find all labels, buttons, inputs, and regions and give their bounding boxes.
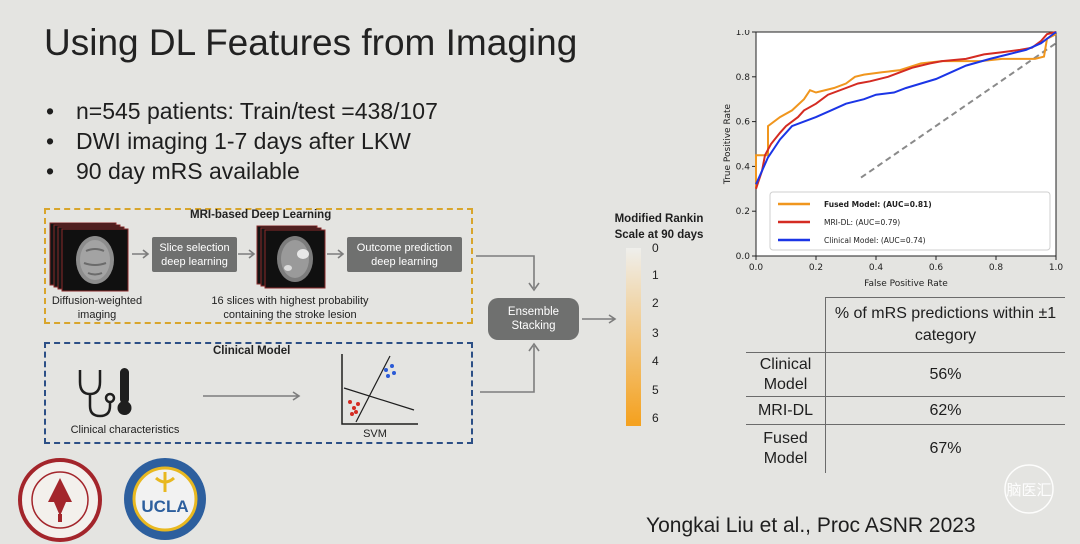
row-value: 67% [825, 424, 1065, 473]
slice-selection-box: Slice selection deep learning [152, 237, 237, 272]
table-header: % of mRS predictions within ±1 category [825, 297, 1065, 353]
x-tick-label: 0.4 [869, 263, 884, 273]
roc-series-line [755, 31, 1057, 185]
bullet-list: n=545 patients: Train/test =438/107 DWI … [46, 96, 438, 186]
y-tick-label: 0.4 [736, 162, 751, 172]
y-axis-label: True Positive Rate [723, 103, 733, 185]
row-label: Clinical Model [746, 352, 826, 397]
x-tick-label: 0.2 [809, 263, 823, 273]
mri-box-title: MRI-based Deep Learning [190, 209, 332, 221]
roc-chart: 0.0 0.2 0.4 0.6 0.8 1.0 0.0 0.2 0.4 0.6 0.8 1.0Fals… [723, 28, 1064, 289]
arrow-right-icon [582, 314, 617, 324]
mrs-scale-title: Modified Rankin Scale at 90 days [614, 213, 704, 241]
stanford-seal-logo [18, 458, 102, 542]
mrs-tick: 2 [652, 296, 659, 310]
mrs-tick: 1 [652, 268, 659, 282]
x-axis-label: False Positive Rate [864, 279, 948, 289]
table-corner [746, 297, 826, 353]
dwi-slices-image [256, 225, 326, 289]
y-tick-label: 0.6 [736, 118, 751, 128]
clinical-box-title: Clinical Model [213, 345, 291, 357]
arrow-right-icon [327, 249, 345, 259]
row-label: Fused Model [746, 424, 826, 473]
x-tick-label: 0.8 [989, 263, 1004, 273]
row-value: 62% [825, 396, 1065, 425]
connector-arrows [476, 255, 540, 393]
x-tick-label: 1.0 [1049, 263, 1064, 273]
arrow-right-icon [203, 391, 301, 401]
slices-caption: 16 slices with highest probability conta… [211, 295, 369, 321]
mrs-tick: 6 [652, 411, 659, 425]
dwi-stack-image [49, 222, 129, 292]
x-tick-label: 0.6 [929, 263, 944, 273]
watermark-logo: 脑医汇 [1004, 464, 1054, 514]
mri-deep-learning-box [44, 208, 473, 324]
dwi-label: Diffusion-weighted imaging [51, 295, 143, 321]
legend-label: MRI-DL: (AUC=0.79) [824, 218, 900, 227]
y-tick-label: 1.0 [736, 30, 751, 38]
svm-label: SVM [363, 428, 387, 440]
legend-label: Clinical Model: (AUC=0.74) [824, 236, 926, 245]
roc-series-line [755, 33, 1057, 189]
mrs-tick: 4 [652, 354, 659, 368]
outcome-prediction-box: Outcome prediction deep learning [347, 237, 462, 272]
mrs-tick: 5 [652, 383, 659, 397]
y-tick-label: 0.2 [736, 207, 750, 217]
svg-text:脑医汇: 脑医汇 [1006, 481, 1051, 499]
x-tick-label: 0.0 [749, 263, 764, 273]
stethoscope-thermometer-icon [78, 368, 132, 418]
y-tick-label: 0.8 [736, 73, 751, 83]
clinical-model-box [44, 342, 473, 444]
legend-box [769, 191, 1051, 251]
y-tick-label: 0.0 [736, 252, 751, 262]
row-value: 56% [825, 352, 1065, 397]
roc-series-line [755, 31, 1057, 190]
svg-text:UCLA: UCLA [141, 497, 188, 516]
arrow-right-icon [132, 249, 150, 259]
row-label: MRI-DL [746, 396, 826, 425]
bullet-item: DWI imaging 1-7 days after LKW [46, 126, 438, 156]
results-table: % of mRS predictions within ±1 category … [746, 297, 1065, 473]
arrow-right-icon [238, 249, 256, 259]
legend-label: Fused Model: (AUC=0.81) [824, 200, 932, 209]
ensemble-stacking-box: Ensemble Stacking [488, 298, 579, 340]
bullet-item: n=545 patients: Train/test =438/107 [46, 96, 438, 126]
slide-title: Using DL Features from Imaging [44, 22, 578, 63]
svm-plot-icon [341, 354, 418, 425]
mrs-tick: 3 [652, 326, 659, 340]
citation: Yongkai Liu et al., Proc ASNR 2023 [646, 514, 976, 537]
mrs-tick: 0 [652, 241, 659, 255]
mrs-color-scale [626, 248, 641, 426]
bullet-item: 90 day mRS available [46, 156, 438, 186]
clinical-characteristics-label: Clinical characteristics [70, 424, 180, 436]
ucla-seal-logo: UCLA [124, 458, 206, 540]
